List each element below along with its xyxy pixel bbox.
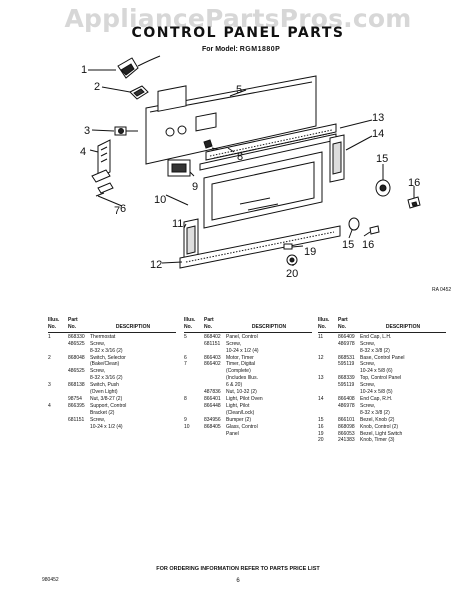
- callout-3: 3: [84, 125, 90, 137]
- model-line: For Model: RGM1880P: [202, 46, 280, 53]
- callout-10: 10: [154, 194, 166, 206]
- part-header-2: No.: [68, 323, 77, 330]
- callout-11: 11: [172, 218, 183, 230]
- callout-9: 9: [192, 181, 198, 193]
- callout-13: 13: [372, 112, 384, 124]
- callout-12: 12: [150, 259, 162, 271]
- callout-16: 16: [408, 177, 420, 189]
- diagram-reference: RA 0452: [432, 287, 452, 293]
- callout-4: 4: [80, 146, 86, 158]
- illus-header-2: No.: [48, 323, 57, 330]
- page-title: CONTROL PANEL PARTS: [131, 25, 345, 41]
- watermark: AppliancePartsPros.com: [64, 4, 412, 33]
- callout-1: 1: [81, 64, 87, 76]
- callout-20: 20: [286, 268, 298, 280]
- ordering-footer: FOR ORDERING INFORMATION REFER TO PARTS …: [156, 566, 320, 572]
- callout-5: 5: [236, 84, 242, 96]
- callout-14: 14: [372, 128, 384, 140]
- callout-6: 6: [120, 203, 126, 215]
- callout-8: 8: [237, 151, 243, 163]
- document-code: 980452: [42, 577, 59, 583]
- callout-7: 7: [114, 205, 120, 217]
- model-value: RGM1880P: [239, 46, 281, 53]
- callout-15: 15: [376, 153, 388, 165]
- illus-header-1: Illus.: [48, 317, 60, 323]
- callout-2: 2: [94, 81, 100, 93]
- model-label: For Model:: [202, 46, 238, 53]
- part-header-1: Part: [68, 317, 78, 323]
- desc-header: DESCRIPTION: [115, 323, 151, 330]
- page-number: 6: [236, 578, 240, 584]
- callout-16-lower: 16: [362, 239, 374, 251]
- callout-19: 19: [304, 246, 316, 258]
- exploded-diagram: 1 2 3 4 5 6 7 8 9 10 11 12 13 14 15 16 1…: [80, 55, 421, 280]
- callout-15-lower: 15: [342, 239, 354, 251]
